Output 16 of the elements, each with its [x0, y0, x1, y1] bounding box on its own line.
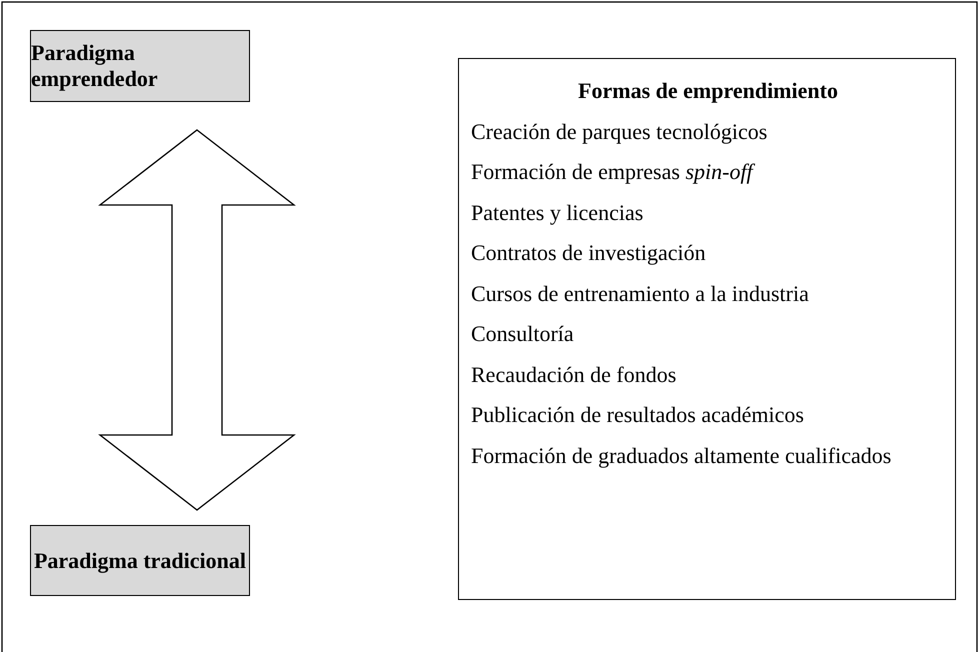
list-item: Formación de empresas spin-off — [471, 158, 756, 186]
list-box — [458, 58, 956, 600]
paradigm-box — [30, 525, 250, 596]
paradigm-box — [30, 30, 250, 102]
list-item: Consultoría — [471, 320, 575, 348]
box-title: Paradigma tradicional — [34, 548, 246, 574]
box-title: Paradigma emprendedor — [31, 40, 159, 92]
list-heading: Formas de emprendimiento — [577, 77, 839, 105]
list-item: Patentes y licencias — [471, 198, 644, 227]
list-item: Creación de parques tecnológicos — [471, 118, 768, 146]
list-item: Contratos de investigación — [471, 239, 707, 267]
double-block-arrow — [98, 129, 296, 511]
list-item: Publicación de resultados académicos — [471, 401, 805, 429]
list-item: Formación de graduados altamente cualificados — [471, 442, 892, 470]
list-item: Cursos de entrenamiento a la industria — [471, 280, 810, 308]
list-item: Recaudación de fondos — [471, 360, 678, 388]
